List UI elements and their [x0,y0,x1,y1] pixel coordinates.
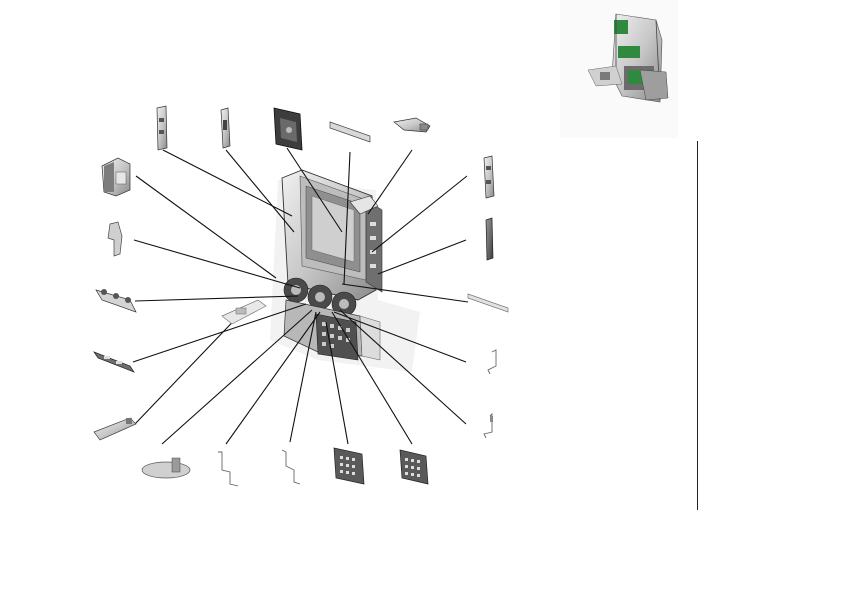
side-bracket-right [483,155,495,199]
top-rail [329,121,371,143]
vertical-divider-line [697,141,698,510]
mesh-panel-a [333,447,365,485]
fan-duct [101,157,131,197]
spring-clip-e [487,349,497,375]
connector-board [95,289,137,313]
front-rail [93,417,137,441]
hook-clip [107,221,123,257]
long-rail [467,293,509,313]
top-mount-bracket [393,117,431,133]
side-bracket-left [156,105,168,151]
vertical-strip [485,217,494,261]
spring-clip-a [218,451,239,487]
rail-bracket [220,107,231,149]
shield-cover [141,457,191,479]
spring-clip-f [483,412,493,439]
riser-bracket [221,299,267,325]
small-pcb [93,351,135,373]
mesh-panel-b [399,449,429,485]
drive-cover-plate [273,107,303,151]
leader-lines [132,147,469,445]
assembled-view-inset [560,0,678,138]
spring-clip-b [281,449,301,485]
